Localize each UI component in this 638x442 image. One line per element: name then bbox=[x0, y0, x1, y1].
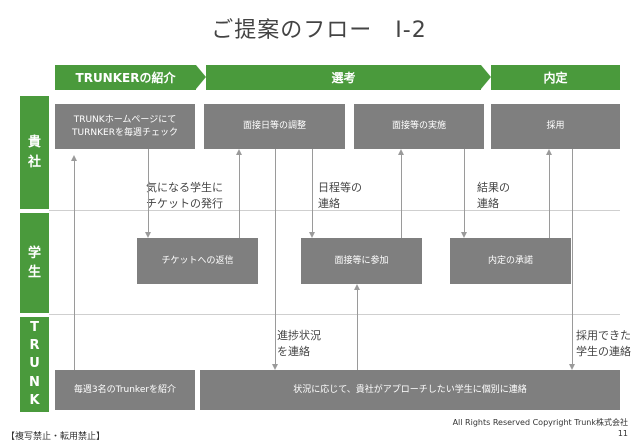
arrow-up-icon bbox=[354, 284, 360, 290]
phase-offer: 内定 bbox=[491, 65, 620, 90]
lane-divider bbox=[49, 210, 620, 211]
box-trunk-contact: 状況に応じて、貴社がアプローチしたい学生に個別に連絡 bbox=[200, 370, 620, 410]
lane-divider bbox=[49, 314, 620, 315]
connector-line bbox=[464, 149, 465, 232]
box-interview-schedule: 面接日等の調整 bbox=[204, 104, 345, 149]
lane-label-trunk: T R U N K bbox=[20, 317, 49, 412]
arrow-up-icon bbox=[546, 149, 552, 155]
connector-line bbox=[572, 149, 573, 364]
box-interview-conduct: 面接等の実施 bbox=[354, 104, 484, 149]
arrow-up-icon bbox=[71, 155, 77, 161]
connector-line bbox=[148, 149, 149, 232]
connector-line bbox=[312, 149, 313, 232]
copyright-text: All Rights Reserved Copyright Trunk株式会社 bbox=[452, 418, 628, 427]
phase-selection: 選考 bbox=[206, 65, 481, 90]
box-offer-accept: 内定の承諾 bbox=[450, 238, 571, 284]
phase-label: 内定 bbox=[543, 71, 568, 85]
box-ticket-reply: チケットへの返信 bbox=[137, 238, 258, 284]
connector-line bbox=[549, 155, 550, 238]
arrow-down-icon bbox=[309, 232, 315, 238]
box-hire: 採用 bbox=[491, 104, 620, 149]
arrow-down-icon bbox=[145, 232, 151, 238]
connector-line bbox=[401, 155, 402, 238]
connector-line bbox=[74, 161, 75, 370]
page-title: ご提案のフロー Ⅰ-2 bbox=[211, 18, 427, 43]
note-result-contact: 結果の 連絡 bbox=[477, 181, 510, 210]
footer-copy-notice: 【複写禁止・転用禁止】 bbox=[6, 432, 106, 442]
lane-label-student: 学 生 bbox=[20, 213, 49, 313]
box-weekly-intro: 毎週3名のTrunkerを紹介 bbox=[55, 370, 195, 410]
arrow-down-icon bbox=[461, 232, 467, 238]
arrow-up-icon bbox=[398, 149, 404, 155]
arrow-up-icon bbox=[236, 149, 242, 155]
note-ticket-issue: 気になる学生に チケットの発行 bbox=[146, 181, 223, 210]
note-hired-contact: 採用できた 学生の連絡 bbox=[576, 329, 631, 358]
note-progress-contact: 進捗状況 を連絡 bbox=[277, 329, 321, 358]
page-number: 11 bbox=[617, 428, 628, 438]
lane-label-company: 貴 社 bbox=[20, 96, 49, 209]
box-company-check: TRUNKホームページにて TURNKERを毎週チェック bbox=[55, 104, 195, 149]
phase-label: TRUNKERの紹介 bbox=[75, 71, 176, 85]
box-interview-attend: 面接等に参加 bbox=[301, 238, 422, 284]
phase-arrow-icon bbox=[481, 65, 491, 89]
connector-line bbox=[239, 155, 240, 238]
arrow-down-icon bbox=[272, 364, 278, 370]
phase-trunker-intro: TRUNKERの紹介 bbox=[55, 65, 196, 90]
arrow-down-icon bbox=[569, 364, 575, 370]
connector-line bbox=[357, 290, 358, 370]
footer-copyright: All Rights Reserved Copyright Trunk株式会社 … bbox=[453, 418, 628, 440]
phase-label: 選考 bbox=[331, 71, 356, 85]
phase-arrow-icon bbox=[196, 65, 206, 89]
connector-line bbox=[275, 149, 276, 364]
note-schedule-contact: 日程等の 連絡 bbox=[318, 181, 362, 210]
